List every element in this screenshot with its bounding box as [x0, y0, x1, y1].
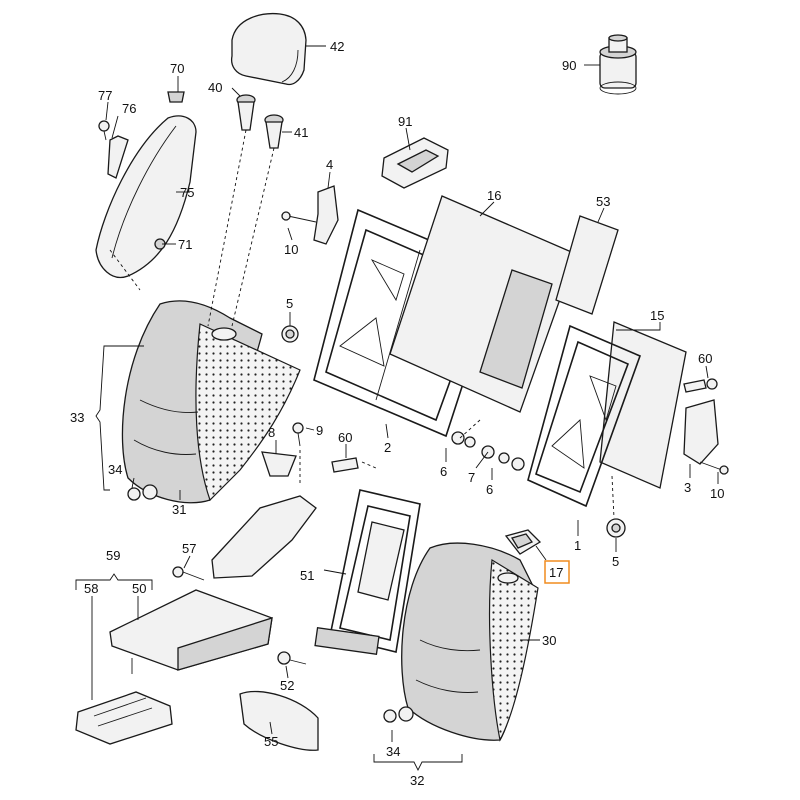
callout: 32	[410, 773, 424, 788]
callout: 60	[338, 430, 352, 445]
backrest-frame-small	[527, 324, 642, 508]
bushings	[281, 325, 626, 538]
callout: 6	[440, 464, 447, 479]
armrest	[109, 589, 273, 674]
callout: 52	[280, 678, 294, 693]
clip	[167, 91, 185, 103]
callout: 1	[574, 538, 581, 553]
callout: 50	[132, 581, 146, 596]
side-trim-panel	[95, 115, 197, 278]
callout: 51	[300, 568, 314, 583]
hinge-bracket	[683, 399, 719, 465]
callout: 58	[84, 581, 98, 596]
callout: 34	[386, 744, 400, 759]
callout: 6	[486, 482, 493, 497]
callout: 34	[108, 462, 122, 477]
callout: 30	[542, 633, 556, 648]
pad	[479, 269, 553, 389]
trim-cover	[239, 690, 319, 751]
callout: 4	[326, 157, 333, 172]
callout: 70	[170, 61, 184, 76]
callout: 91	[398, 114, 412, 129]
callout: 33	[70, 410, 84, 425]
backrest-cushion-right	[401, 542, 539, 742]
washers	[451, 431, 525, 471]
bolt	[281, 211, 317, 223]
trim-strip	[107, 135, 129, 179]
callout-labels: 42 90 70 77 76 40 41 91 75 71 4 16 53 10…	[70, 39, 724, 788]
adhesive-container	[599, 34, 637, 95]
callout: 3	[684, 480, 691, 495]
callout: 40	[208, 80, 222, 95]
cup-holder	[75, 691, 173, 745]
bolt	[98, 120, 110, 141]
callout: 17	[549, 565, 563, 580]
callout: 16	[487, 188, 501, 203]
callout: 77	[98, 88, 112, 103]
callout: 55	[264, 734, 278, 749]
bracket	[313, 185, 339, 245]
callout: 76	[122, 101, 136, 116]
leader-lines	[75, 45, 719, 772]
callout: 8	[268, 425, 275, 440]
callout: 9	[316, 423, 323, 438]
headrest-guides	[236, 94, 284, 149]
headrest	[230, 12, 307, 86]
fasteners-right	[383, 706, 414, 723]
fasteners-left	[127, 484, 158, 501]
callout: 53	[596, 194, 610, 209]
callout: 5	[286, 296, 293, 311]
panel-small	[555, 215, 619, 315]
callout: 15	[650, 308, 664, 323]
callout: 75	[180, 185, 194, 200]
backrest-cushion-left	[121, 300, 301, 504]
bracket-clip	[261, 422, 304, 477]
part-17	[504, 529, 542, 555]
callout: 42	[330, 39, 344, 54]
callout: 41	[294, 125, 308, 140]
bolts-right	[683, 378, 729, 475]
armrest-frame	[314, 489, 421, 655]
callout: 57	[182, 541, 196, 556]
highlight-box	[544, 560, 570, 584]
assembly-lines	[109, 129, 615, 519]
release-handle	[381, 137, 449, 189]
callout: 71	[178, 237, 192, 252]
callout: 59	[106, 548, 120, 563]
bolt-center	[331, 457, 359, 473]
callout: 5	[612, 554, 619, 569]
mount-bracket	[211, 495, 317, 579]
callout: 31	[172, 502, 186, 517]
bolt-57	[172, 566, 205, 581]
callout: 2	[384, 440, 391, 455]
rear-panel	[389, 195, 577, 413]
callout: 10	[710, 486, 724, 501]
callout: 10	[284, 242, 298, 257]
callout: 60	[698, 351, 712, 366]
bolt-52	[277, 651, 307, 665]
callout: 7	[468, 470, 475, 485]
callout: 90	[562, 58, 576, 73]
